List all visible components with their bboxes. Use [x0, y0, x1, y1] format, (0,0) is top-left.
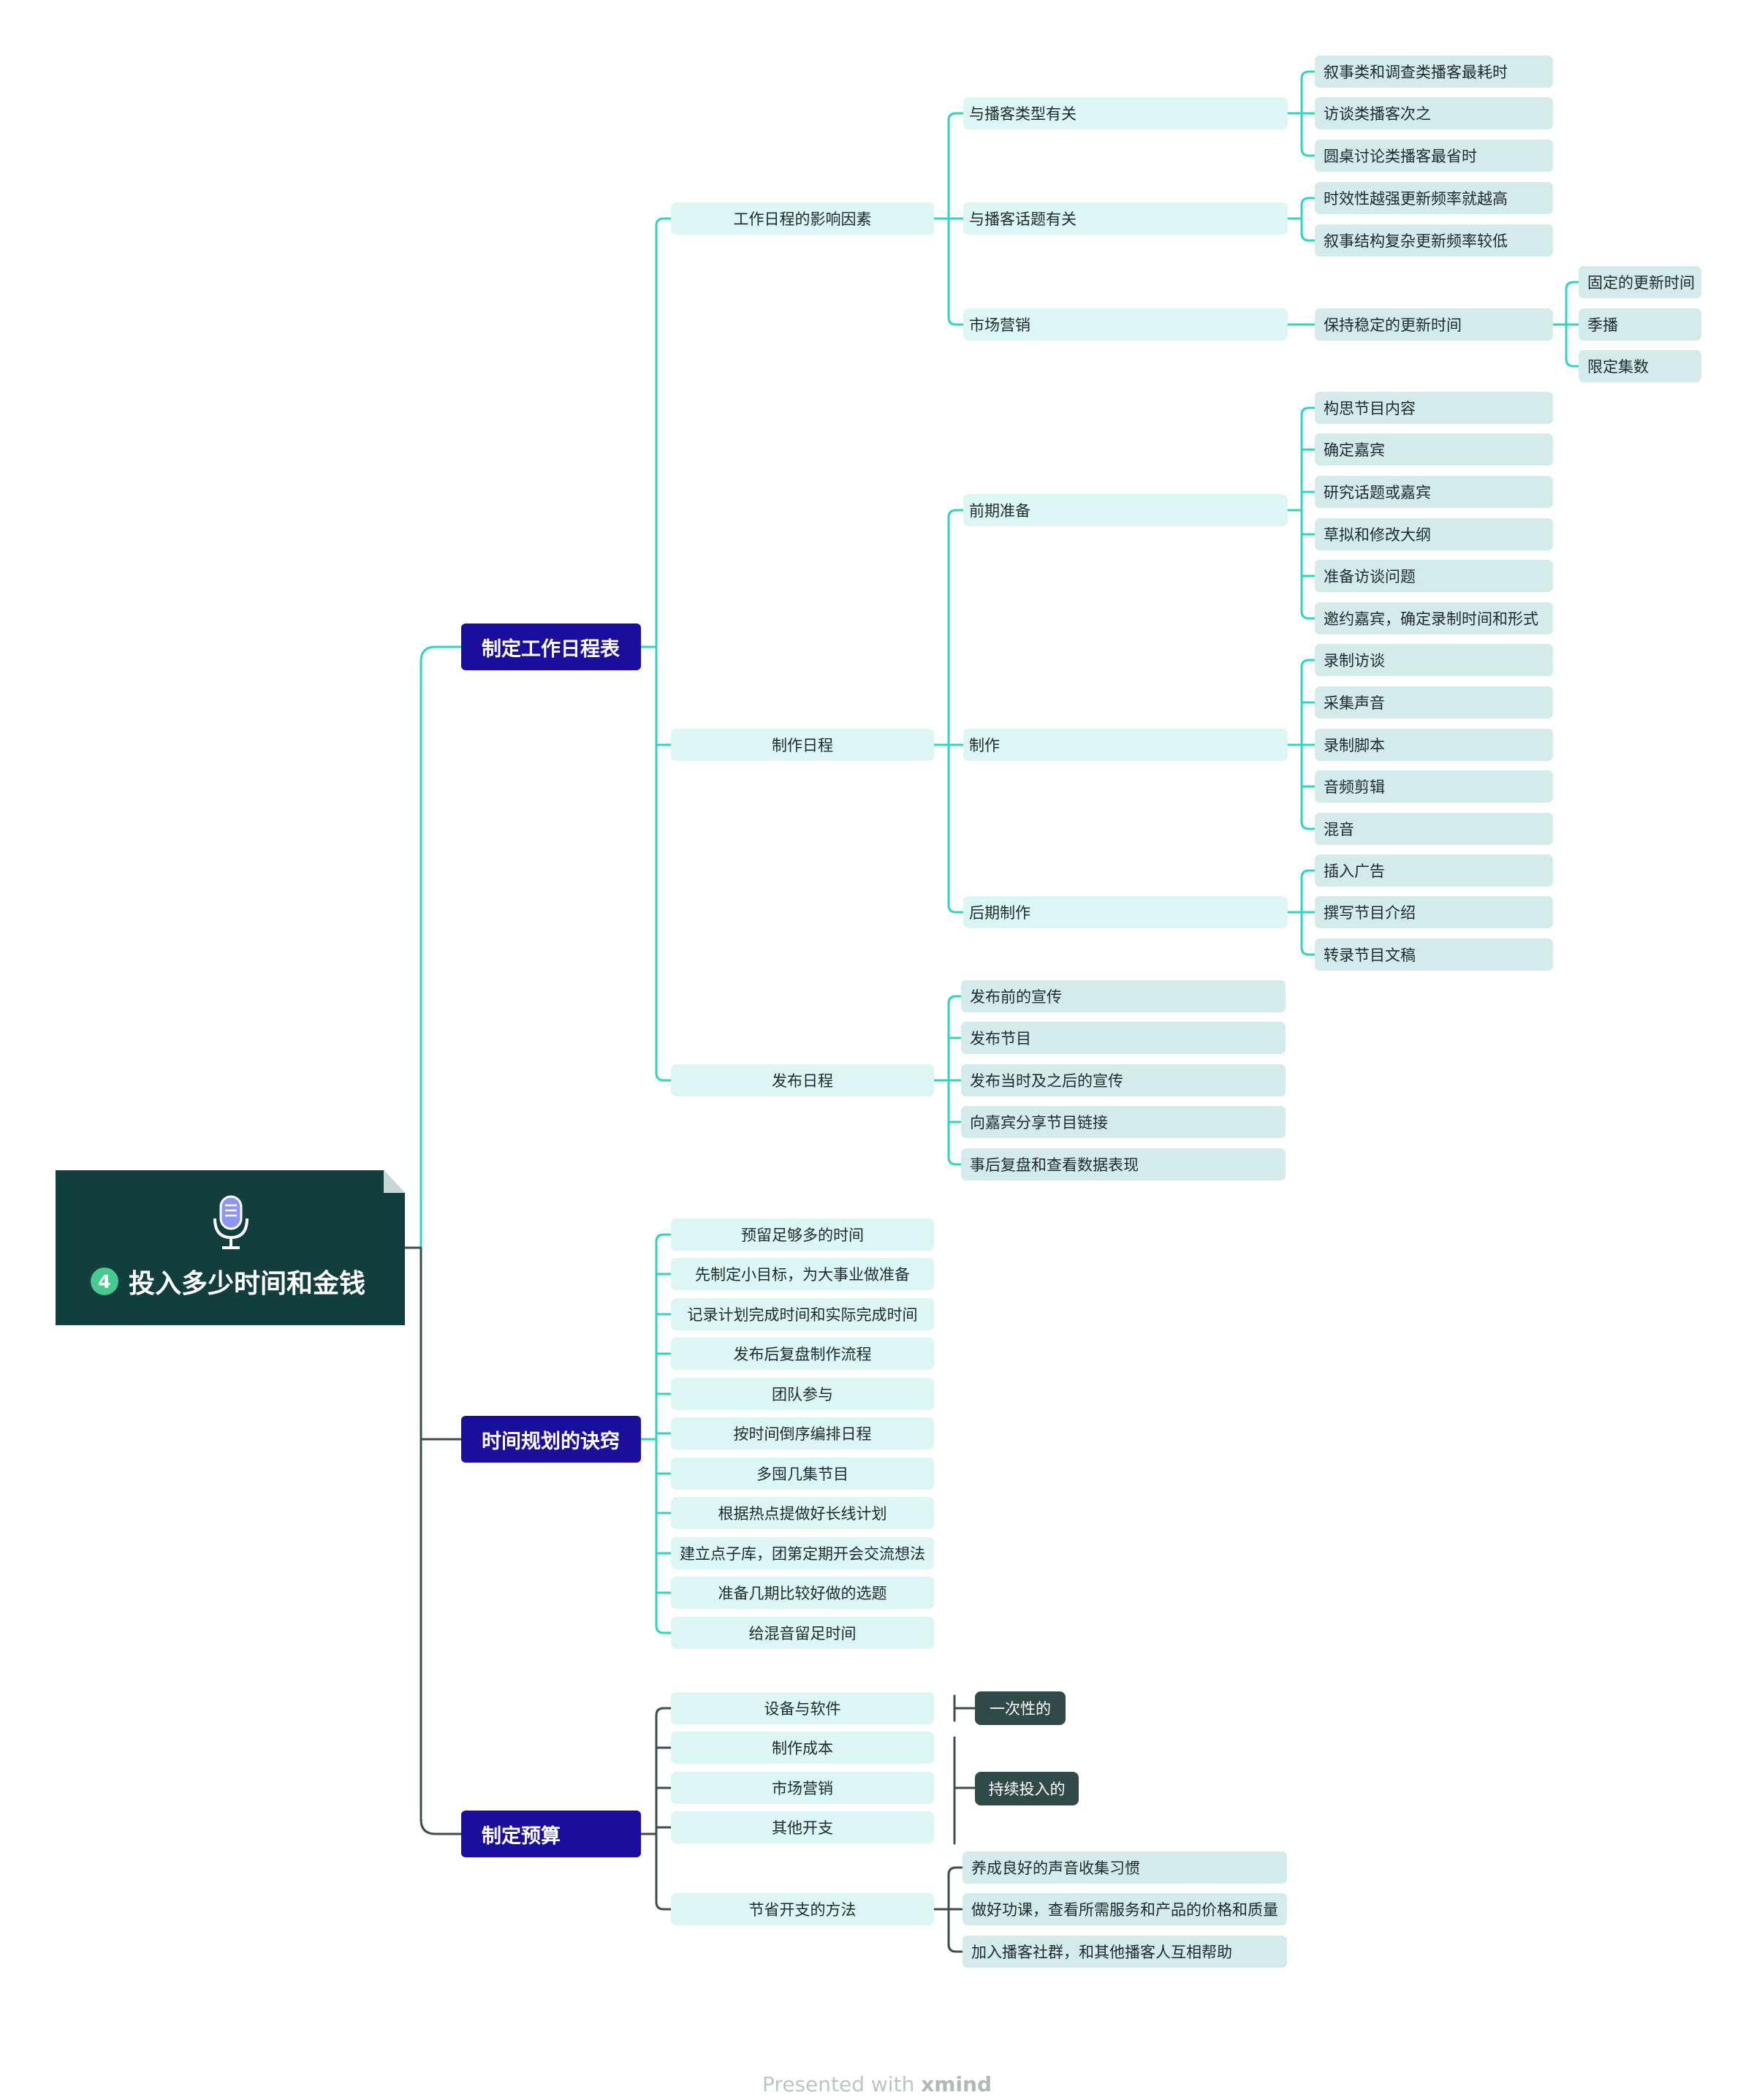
connector-line [947, 995, 963, 1005]
topic-podcast-type[interactable]: 与播客类型有关 [963, 97, 1288, 129]
summary-ongoing[interactable]: 持续投入的 [975, 1772, 1079, 1805]
connector-line [655, 1233, 672, 1243]
topic-release-schedule[interactable]: 发布日程 [671, 1064, 934, 1096]
connector-line [1565, 357, 1580, 368]
connector-line [947, 1156, 963, 1166]
list-item[interactable]: 构思节目内容 [1315, 392, 1553, 424]
footer-prefix: Presented with [762, 2072, 922, 2096]
list-item[interactable]: 发布当时及之后的宣传 [961, 1064, 1286, 1096]
list-item[interactable]: 养成良好的声音收集习惯 [963, 1851, 1287, 1884]
list-item[interactable]: 撰写节目介绍 [1315, 896, 1553, 928]
connector-line [947, 903, 965, 914]
list-item[interactable]: 其他开支 [671, 1811, 934, 1843]
list-item[interactable]: 录制访谈 [1315, 644, 1553, 676]
connector-line [947, 316, 965, 326]
list-item[interactable]: 准备访谈问题 [1315, 560, 1553, 592]
list-item[interactable]: 给混音留足时间 [671, 1617, 934, 1649]
list-item[interactable]: 发布前的宣传 [961, 980, 1286, 1012]
list-item[interactable]: 发布后复盘制作流程 [671, 1338, 934, 1370]
list-item[interactable]: 插入广告 [1315, 854, 1553, 887]
list-item[interactable]: 采集声音 [1315, 686, 1553, 719]
connector-line [419, 645, 463, 663]
list-item[interactable]: 预留足够多的时间 [671, 1218, 934, 1251]
connector-line [947, 1866, 964, 1876]
topic-marketing[interactable]: 市场营销 [963, 308, 1288, 341]
list-item[interactable]: 设备与软件 [671, 1692, 934, 1724]
connector-line [1300, 232, 1316, 242]
connector-line [947, 509, 965, 519]
footer-brand: xmind [921, 2072, 992, 2096]
list-item[interactable]: 团队参与 [671, 1378, 934, 1410]
list-item[interactable]: 访谈类播客次之 [1315, 97, 1553, 129]
topic-saving-methods[interactable]: 节省开支的方法 [671, 1893, 934, 1925]
connector-line [655, 217, 672, 227]
microphone-icon [213, 1195, 248, 1249]
list-item[interactable]: 记录计划完成时间和实际完成时间 [671, 1298, 934, 1330]
list-item[interactable]: 制作成本 [671, 1732, 934, 1764]
topic-podcast-topic[interactable]: 与播客话题有关 [963, 202, 1288, 235]
connector-line [1300, 869, 1316, 879]
list-item[interactable]: 研究话题或嘉宾 [1315, 476, 1553, 508]
list-item[interactable]: 建立点子库，团第定期开会交流想法 [671, 1537, 934, 1569]
list-item[interactable]: 录制脚本 [1315, 729, 1553, 761]
list-item[interactable]: 向嘉宾分享节目链接 [961, 1106, 1286, 1138]
list-item[interactable]: 叙事类和调查类播客最耗时 [1315, 56, 1553, 88]
list-item[interactable]: 转录节目文稿 [1315, 939, 1553, 971]
topic-post-production[interactable]: 后期制作 [963, 896, 1288, 928]
topic-production[interactable]: 制作 [963, 729, 1288, 761]
topic-schedule-factors[interactable]: 工作日程的影响因素 [671, 202, 934, 235]
connector-line [1300, 659, 1316, 669]
connector-line [1300, 610, 1316, 620]
list-item[interactable]: 按时间倒序编排日程 [671, 1417, 934, 1449]
list-item[interactable]: 固定的更新时间 [1579, 266, 1701, 298]
list-item[interactable]: 草拟和修改大纲 [1315, 518, 1553, 550]
branch-budget[interactable]: 制定预算 [461, 1811, 641, 1857]
summary-one-time[interactable]: 一次性的 [975, 1691, 1066, 1725]
list-item[interactable]: 确定嘉宾 [1315, 433, 1553, 466]
connector-line [655, 1624, 672, 1634]
list-item[interactable]: 限定集数 [1579, 350, 1701, 382]
connector-line [419, 1246, 463, 1441]
list-item[interactable]: 准备几期比较好做的选题 [671, 1577, 934, 1609]
list-item[interactable]: 事后复盘和查看数据表现 [961, 1148, 1286, 1180]
list-item[interactable]: 叙事结构复杂更新频率较低 [1315, 224, 1553, 257]
connector-line [1565, 281, 1580, 291]
connector-line [1300, 946, 1316, 956]
connector-line [1300, 197, 1316, 207]
connector-line [1300, 70, 1316, 80]
list-item[interactable]: 根据热点提做好长线计划 [671, 1497, 934, 1529]
connector-line [1300, 406, 1316, 417]
connector-line [1300, 147, 1316, 157]
topic-stable-update[interactable]: 保持稳定的更新时间 [1315, 308, 1553, 341]
topic-production-schedule[interactable]: 制作日程 [671, 729, 934, 761]
list-item[interactable]: 市场营销 [671, 1772, 934, 1804]
connector-line [655, 1707, 672, 1717]
list-item[interactable]: 加入播客社群，和其他播客人互相帮助 [963, 1936, 1287, 1968]
list-item[interactable]: 圆桌讨论类播客最省时 [1315, 140, 1553, 172]
list-item[interactable]: 邀约嘉宾，确定录制时间和形式 [1315, 602, 1553, 634]
connector-line [947, 112, 965, 122]
branch-time-tips[interactable]: 时间规划的诀窍 [461, 1416, 641, 1463]
connector-line [655, 1900, 672, 1911]
list-item[interactable]: 时效性越强更新频率就越高 [1315, 182, 1553, 214]
topic-pre-production[interactable]: 前期准备 [963, 494, 1288, 526]
watermark-footer: Presented with xmind [0, 2072, 1754, 2096]
connector-line [947, 1943, 964, 1953]
list-item[interactable]: 混音 [1315, 813, 1553, 845]
list-item[interactable]: 先制定小目标，为大事业做准备 [671, 1258, 934, 1290]
connector-line [419, 1438, 463, 1835]
list-item[interactable]: 做好功课，查看所需服务和产品的价格和质量 [963, 1893, 1287, 1925]
central-topic-title: 4 投入多少时间和金钱 [91, 1262, 365, 1300]
list-item[interactable]: 多囤几集节目 [671, 1458, 934, 1490]
central-topic-label: 投入多少时间和金钱 [129, 1269, 366, 1299]
branch-schedule[interactable]: 制定工作日程表 [461, 623, 641, 670]
connector-line [1300, 820, 1316, 830]
list-item[interactable]: 季播 [1579, 308, 1701, 341]
number-badge: 4 [91, 1267, 118, 1295]
list-item[interactable]: 发布节目 [961, 1022, 1286, 1054]
list-item[interactable]: 音频剪辑 [1315, 770, 1553, 803]
connector-line [655, 1072, 672, 1082]
